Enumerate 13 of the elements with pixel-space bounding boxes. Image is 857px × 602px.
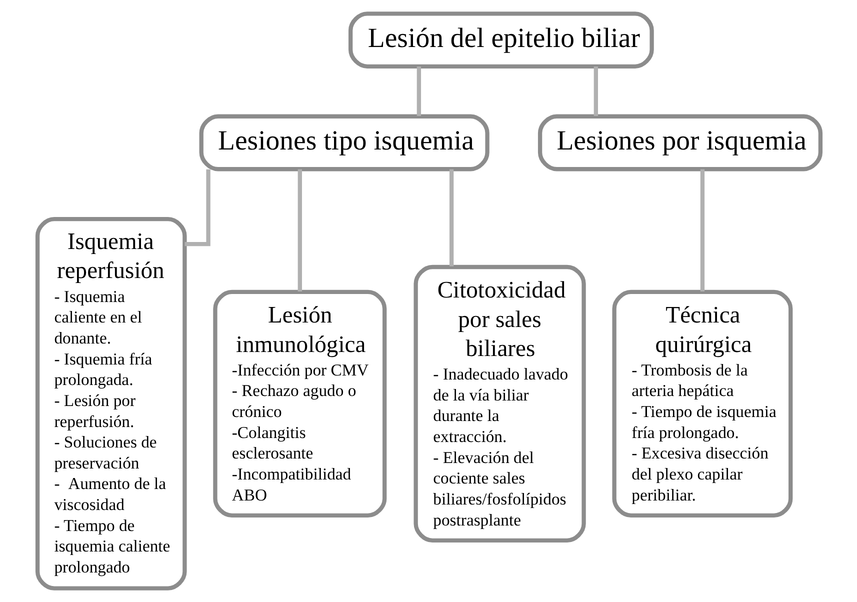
connector bbox=[700, 169, 704, 292]
connector bbox=[297, 169, 302, 292]
node-box: Lesiones tipo isquemia bbox=[198, 114, 489, 172]
connector bbox=[184, 169, 210, 246]
connector bbox=[593, 66, 598, 116]
node-box: Lesión del epitelio biliar bbox=[348, 12, 654, 68]
connector bbox=[448, 169, 454, 266]
node-box: Citotoxicidad por sales biliares - Inadecuado lavado de la vía biliar durante la extracción. - Elevación del cociente sales biliares/fosfolípidos postrasplante bbox=[413, 264, 586, 543]
connector bbox=[416, 66, 421, 116]
node-box: Lesión inmunológica -Infección por CMV - Rechazo agudo o crónico -Colangitis esclerosante -Incompatibilidad ABO bbox=[212, 290, 386, 518]
node-box: Técnica quirúrgica - Trombosis de la arteria hepática - Tiempo de isquemia fría prolongado. - Excesiva disección del plexo capilar peribiliar. bbox=[612, 290, 792, 518]
node-box: Lesiones por isquemia bbox=[537, 114, 822, 172]
node-box: Isquemia reperfusión - Isquemia caliente en el donante. - Isquemia fría prolongada. - Lesión por reperfusión. - Soluciones de preservación - Aumento de la viscosidad - Tiempo de isquemia caliente prolongado bbox=[34, 217, 186, 590]
